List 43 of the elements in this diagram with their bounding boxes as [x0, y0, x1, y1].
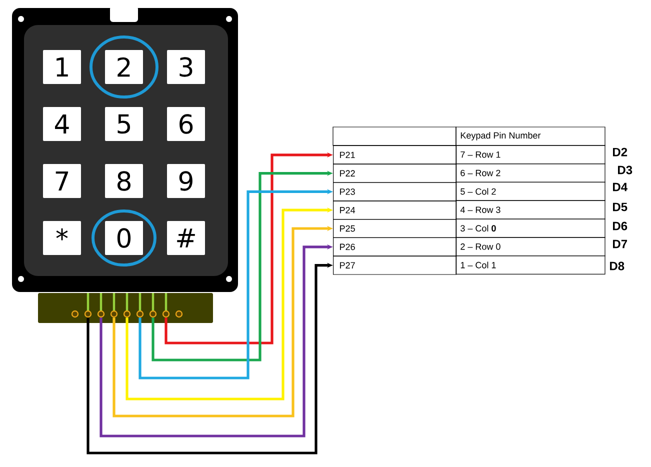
table-cell: P24: [333, 200, 457, 220]
table-cell: Keypad Pin Number: [456, 126, 606, 146]
keypad-key: *: [43, 221, 81, 255]
table-cell: 4 – Row 3: [456, 200, 606, 220]
keypad-key: 9: [167, 164, 205, 198]
pin-label: D7: [613, 240, 628, 248]
table-cell: P27: [333, 256, 457, 275]
table-cell: 5 – Col 2: [456, 182, 606, 201]
table-cell: 1 – Col 1: [456, 256, 606, 274]
pin-label: D4: [613, 182, 628, 192]
table-cell: P25: [333, 219, 457, 238]
table-cell: P23: [333, 182, 457, 202]
solder-pad: [84, 310, 92, 318]
table-cell: P26: [333, 237, 457, 256]
keypad-key: 0: [105, 221, 143, 255]
table-cell: P22: [333, 164, 457, 183]
keypad-key: #: [167, 221, 205, 255]
table-cell: 3 – Col 0: [456, 218, 606, 238]
table-cell: 6 – Row 2: [456, 164, 606, 182]
keypad-key: 2: [105, 50, 143, 84]
solder-pad: [97, 310, 105, 318]
solder-pad: [175, 310, 183, 318]
solder-pad: [136, 310, 144, 318]
keypad-key: 5: [105, 107, 143, 141]
pin-label: D5: [613, 202, 628, 212]
pin-label: D2: [613, 148, 628, 156]
keypad-key: 8: [105, 164, 143, 198]
keypad-key: 7: [43, 164, 81, 198]
pin-label: D6: [613, 222, 628, 230]
solder-pad: [110, 310, 118, 318]
table-cell: P21: [333, 145, 457, 164]
solder-pad: [149, 310, 157, 318]
pin-label: D8: [610, 262, 624, 270]
solder-pad: [71, 310, 79, 318]
keypad-key: 4: [43, 107, 81, 141]
keypad-key: 6: [167, 107, 205, 141]
pin-label: D3: [618, 166, 632, 174]
keypad-key: 3: [167, 50, 205, 84]
table-cell: 7 – Row 1: [456, 145, 606, 164]
keypad-key: 1: [43, 50, 81, 84]
solder-pad: [123, 310, 131, 318]
solder-pad: [162, 310, 170, 318]
table-cell: 2 – Row 0: [456, 237, 606, 256]
